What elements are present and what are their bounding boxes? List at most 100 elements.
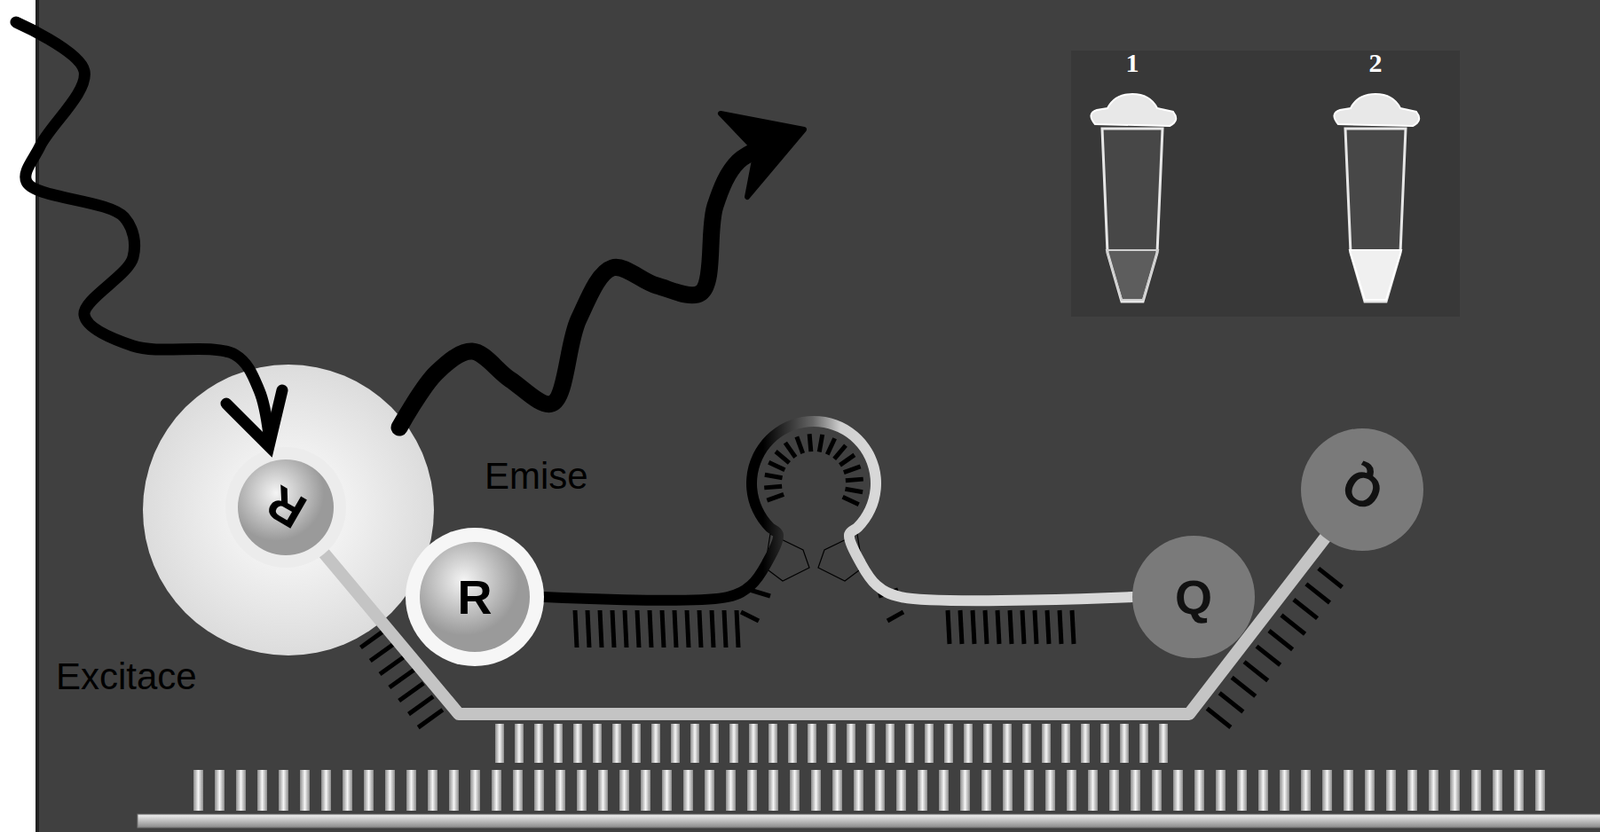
base-tick: [1513, 770, 1524, 812]
base-tick: [917, 770, 928, 812]
base-tick: [1206, 709, 1231, 728]
base-tick: [748, 724, 758, 764]
base-tick: [724, 610, 726, 648]
base-tick: [866, 724, 875, 764]
base-tick: [408, 696, 434, 715]
base-tick: [1450, 770, 1460, 812]
base-tick: [592, 724, 602, 764]
base-tick: [938, 770, 949, 812]
base-tick: [1471, 770, 1482, 812]
base-tick: [764, 486, 782, 489]
base-tick: [947, 610, 950, 645]
stem-bases: [740, 590, 904, 622]
base-tick: [997, 610, 1000, 645]
base-tick: [796, 436, 804, 454]
base-tick: [1139, 724, 1149, 764]
base-tick: [853, 770, 864, 812]
base-tick: [1109, 770, 1120, 812]
base-tick: [1047, 610, 1049, 645]
base-tick: [832, 770, 843, 812]
base-tick: [827, 438, 835, 455]
base-tick: [699, 610, 702, 648]
base-tick: [1002, 724, 1012, 764]
test-tube: [1090, 94, 1176, 302]
base-tick: [834, 445, 846, 459]
base-tick: [788, 724, 797, 764]
base-tick: [839, 455, 854, 466]
base-tick: [827, 724, 836, 764]
base-tick: [379, 656, 405, 675]
base-tick: [236, 770, 246, 812]
target-bases: [193, 770, 1545, 812]
margin-line: [35, 0, 40, 832]
base-tick: [363, 770, 374, 812]
quencher-circle: Q: [1300, 428, 1424, 552]
base-tick: [1061, 724, 1071, 764]
base-tick: [1300, 770, 1311, 812]
tube-liquid: [1106, 250, 1159, 300]
tube-body: [1102, 128, 1163, 302]
beacon-bases-right: [947, 610, 1074, 645]
base-tick: [725, 770, 736, 812]
base-tick: [575, 610, 577, 648]
base-tick: [321, 770, 332, 812]
base-tick: [573, 724, 583, 764]
base-tick: [785, 442, 796, 458]
base-tick: [389, 669, 415, 688]
excitation-arrowhead: [226, 390, 283, 447]
node-ring: [405, 528, 544, 667]
reporter-letter: R: [457, 573, 493, 622]
photo-frame: [1071, 50, 1460, 317]
base-tick: [193, 770, 204, 812]
base-tick: [619, 770, 630, 812]
base-tick: [846, 724, 856, 764]
base-tick: [819, 434, 822, 453]
probe-bases: [495, 724, 1168, 764]
reporter-circle: R: [405, 528, 544, 667]
base-tick: [214, 770, 225, 812]
base-tick: [553, 724, 563, 764]
base-tick: [662, 770, 672, 812]
base-tick: [1173, 770, 1183, 812]
base-tick: [843, 466, 861, 473]
base-tick: [612, 724, 622, 764]
tube-number: 2: [1369, 49, 1383, 77]
base-tick: [495, 724, 505, 764]
base-tick: [385, 770, 395, 812]
base-tick: [807, 724, 817, 764]
base-tick: [406, 770, 417, 812]
quencher-circle: Q: [1132, 535, 1255, 659]
excitation-label: Excitace: [55, 658, 198, 696]
base-tick: [1022, 724, 1032, 764]
base-tick: [449, 770, 459, 812]
base-tick: [896, 770, 907, 812]
base-tick: [1237, 770, 1247, 812]
base-tick: [740, 612, 759, 622]
tube-number: 1: [1126, 49, 1140, 77]
base-tick: [885, 724, 895, 764]
base-tick: [736, 610, 739, 648]
base-tick: [768, 462, 785, 470]
test-tube: [1333, 94, 1419, 302]
fluorescence-glow: [142, 364, 434, 656]
base-tick: [1119, 724, 1129, 764]
tube-photo: [1071, 50, 1460, 317]
base-tick: [1268, 630, 1293, 650]
base-tick: [683, 770, 694, 812]
loop-bases: [764, 433, 864, 505]
base-tick: [981, 770, 992, 812]
beacon-strand: [543, 421, 1133, 601]
base-tick: [1034, 610, 1037, 645]
base-tick: [555, 770, 566, 812]
base-tick: [470, 770, 481, 812]
base-tick: [690, 724, 700, 764]
emission-arrowhead: [720, 113, 804, 198]
base-tick: [637, 610, 639, 648]
base-tick: [1279, 770, 1290, 812]
base-tick: [1066, 770, 1077, 812]
base-tick: [1002, 770, 1013, 812]
base-tick: [491, 770, 502, 812]
base-tick: [1244, 662, 1269, 681]
